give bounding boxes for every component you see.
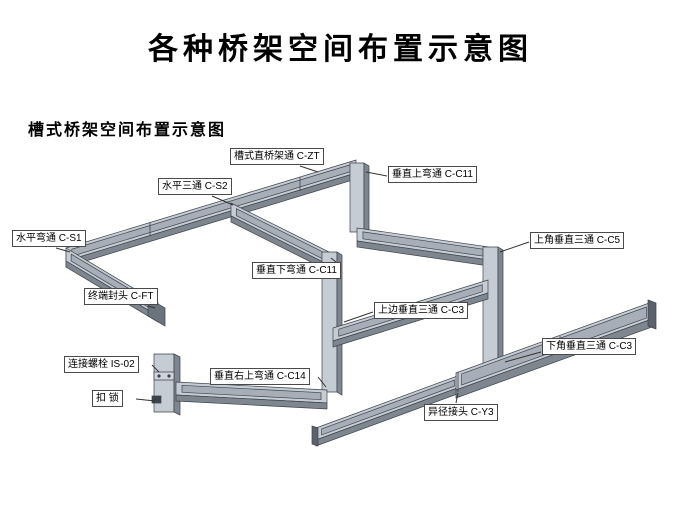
leader-c-c11-down — [330, 257, 337, 263]
leader-is-02 — [151, 364, 160, 373]
bolt-icon — [167, 374, 171, 378]
leader-c-s2 — [211, 195, 234, 206]
open-end — [311, 425, 319, 447]
end-cap — [147, 297, 166, 327]
bolt-icon — [157, 374, 161, 378]
section-subtitle: 槽式桥架空间布置示意图 — [28, 122, 227, 139]
leader-c-c14 — [317, 376, 327, 388]
page-title: 各种桥架空间布置示意图 — [148, 33, 533, 66]
joint-plate — [153, 371, 175, 381]
tray-side-face — [175, 394, 328, 410]
tray-post-front — [482, 246, 499, 367]
leader-kousuo — [135, 398, 156, 402]
leader-c-c5 — [499, 241, 530, 253]
label-c-s2: 水平三通 C-S2 — [158, 178, 232, 195]
tray-channel — [236, 208, 324, 260]
lock-clip-icon — [151, 395, 162, 404]
label-c-ft: 终端封头 C-FT — [84, 288, 158, 305]
tray-post-side — [363, 162, 370, 236]
label-c-c11-down: 垂直下弯通 C-C11 — [252, 262, 341, 279]
tray-channel — [181, 384, 322, 401]
leader-c-zt — [299, 165, 319, 173]
label-c-y3: 异径接头 C-Y3 — [424, 404, 498, 421]
tray-post-side — [497, 246, 504, 370]
leader-c-c3-upper — [343, 311, 374, 323]
label-c-c14: 垂直右上弯通 C-C14 — [210, 368, 310, 385]
label-kousuo: 扣 锁 — [92, 390, 123, 407]
leader-c-s1 — [55, 247, 71, 253]
label-c-zt: 槽式直桥架通 C-ZT — [230, 148, 324, 165]
leader-lines — [55, 165, 542, 404]
label-c-c3-lower: 下角垂直三通 C-C3 — [542, 338, 637, 355]
label-c-c5: 上角垂直三通 C-C5 — [530, 232, 625, 249]
leader-c-c11-up — [365, 171, 388, 177]
tray-post-front — [349, 162, 365, 233]
label-c-c11-up: 垂直上弯通 C-C11 — [388, 166, 477, 183]
tray-channel — [321, 379, 455, 436]
label-c-c3-upper: 上边垂直三通 C-C3 — [374, 302, 469, 319]
leader-c-y3 — [455, 392, 459, 404]
leader-c-c3-lower — [504, 351, 542, 363]
label-is-02: 连接螺栓 IS-02 — [64, 356, 139, 373]
label-c-s1: 水平弯通 C-S1 — [12, 230, 86, 247]
leader-c-ft — [147, 305, 156, 309]
open-end — [647, 299, 657, 330]
